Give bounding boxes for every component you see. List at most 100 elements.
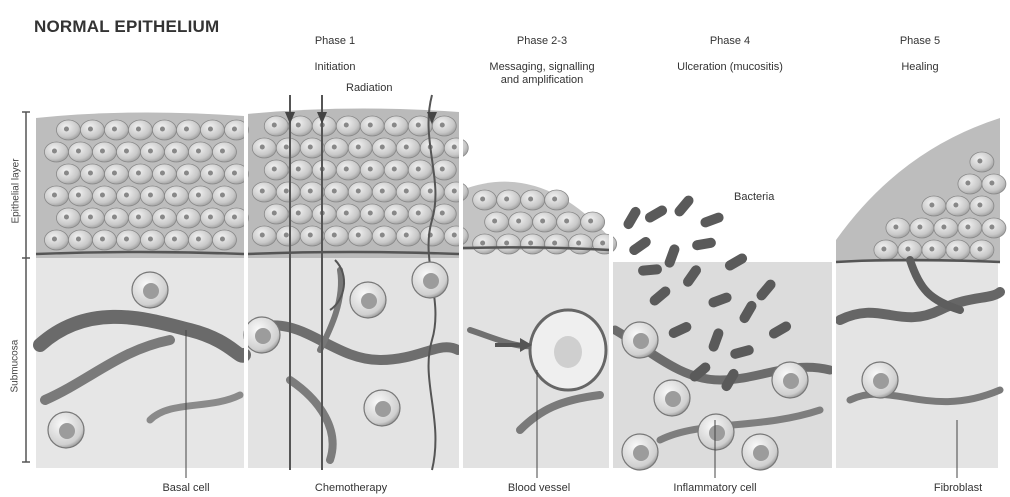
cell-nucleus	[576, 241, 581, 246]
cell-nucleus	[296, 123, 301, 128]
cell-nucleus	[308, 189, 313, 194]
chemotherapy-label: Chemotherapy	[306, 482, 396, 494]
cell-nucleus	[423, 273, 439, 289]
diagram-title: NORMAL EPITHELIUM	[34, 17, 219, 37]
phase-name: Phase 5	[880, 35, 960, 48]
phase-description: Messaging, signalling and amplification	[452, 61, 632, 87]
cell-nucleus	[220, 149, 225, 154]
phase-description: Healing	[880, 61, 960, 74]
cell-nucleus	[232, 127, 237, 132]
cell-nucleus	[160, 171, 165, 176]
cell-nucleus	[255, 328, 271, 344]
cell-nucleus	[220, 237, 225, 242]
cell-nucleus	[88, 127, 93, 132]
cell-nucleus	[528, 197, 533, 202]
cell-nucleus	[260, 145, 265, 150]
cell-nucleus	[965, 225, 970, 230]
cell-nucleus	[344, 123, 349, 128]
cell-nucleus	[296, 211, 301, 216]
cell-nucleus	[100, 193, 105, 198]
cell-nucleus	[440, 211, 445, 216]
cell-nucleus	[332, 189, 337, 194]
cell-nucleus	[112, 127, 117, 132]
cell-nucleus	[232, 215, 237, 220]
cell-nucleus	[492, 219, 497, 224]
cell-nucleus	[452, 145, 457, 150]
cell-nucleus	[344, 167, 349, 172]
cell-nucleus	[977, 247, 982, 252]
submucosa-background	[36, 250, 998, 468]
cell-nucleus	[392, 123, 397, 128]
cell-nucleus	[953, 203, 958, 208]
cell-nucleus	[380, 233, 385, 238]
cell-nucleus	[600, 241, 605, 246]
cell-nucleus	[284, 233, 289, 238]
cell-nucleus	[416, 211, 421, 216]
cell-nucleus	[528, 241, 533, 246]
cell-nucleus	[136, 127, 141, 132]
cell-nucleus	[392, 167, 397, 172]
cell-nucleus	[76, 237, 81, 242]
cell-nucleus	[368, 123, 373, 128]
cell-nucleus	[552, 197, 557, 202]
cell-nucleus	[112, 215, 117, 220]
cell-nucleus	[332, 233, 337, 238]
cell-nucleus	[148, 237, 153, 242]
cell-nucleus	[404, 145, 409, 150]
cell-nucleus	[404, 233, 409, 238]
cell-nucleus	[965, 181, 970, 186]
cell-nucleus	[440, 123, 445, 128]
cell-nucleus	[440, 167, 445, 172]
cell-nucleus	[124, 237, 129, 242]
cell-nucleus	[136, 171, 141, 176]
cell-nucleus	[929, 247, 934, 252]
cell-nucleus	[361, 293, 377, 309]
cell-nucleus	[76, 193, 81, 198]
cell-nucleus	[160, 215, 165, 220]
cell-nucleus	[124, 149, 129, 154]
cell-nucleus	[709, 425, 725, 441]
cell-nucleus	[753, 445, 769, 461]
cell-nucleus	[272, 167, 277, 172]
cell-nucleus	[941, 225, 946, 230]
cell-nucleus	[52, 237, 57, 242]
epithelial-layer-label: Epithelial layer	[11, 144, 22, 224]
cell-nucleus	[917, 225, 922, 230]
cell-nucleus	[100, 149, 105, 154]
cell-nucleus	[588, 219, 593, 224]
bacterium	[691, 237, 716, 251]
cell-nucleus	[284, 189, 289, 194]
inflammatory-cell-label: Inflammatory cell	[660, 482, 770, 494]
cell-nucleus	[64, 171, 69, 176]
submucosa-label: Submucosa	[10, 323, 21, 393]
phase-name: Phase 1	[290, 35, 380, 48]
cell-nucleus	[552, 241, 557, 246]
cell-nucleus	[953, 247, 958, 252]
cell-nucleus	[380, 145, 385, 150]
cell-nucleus	[172, 237, 177, 242]
cell-nucleus	[260, 189, 265, 194]
bacteria-label: Bacteria	[734, 191, 774, 203]
cell-nucleus	[76, 149, 81, 154]
cell-nucleus	[136, 215, 141, 220]
cell-nucleus	[196, 193, 201, 198]
cell-nucleus	[100, 237, 105, 242]
cell-nucleus	[143, 283, 159, 299]
cell-nucleus	[220, 193, 225, 198]
cell-nucleus	[124, 193, 129, 198]
cell-nucleus	[416, 167, 421, 172]
cell-nucleus	[88, 215, 93, 220]
cell-nucleus	[284, 145, 289, 150]
cell-nucleus	[893, 225, 898, 230]
cell-nucleus	[540, 219, 545, 224]
cell-nucleus	[504, 197, 509, 202]
phase-5-header: Phase 5 Healing	[880, 22, 960, 87]
cell-nucleus	[881, 247, 886, 252]
cell-nucleus	[516, 219, 521, 224]
cell-nucleus	[344, 211, 349, 216]
cell-nucleus	[356, 145, 361, 150]
cell-nucleus	[480, 241, 485, 246]
cell-nucleus	[380, 189, 385, 194]
cell-nucleus	[977, 203, 982, 208]
